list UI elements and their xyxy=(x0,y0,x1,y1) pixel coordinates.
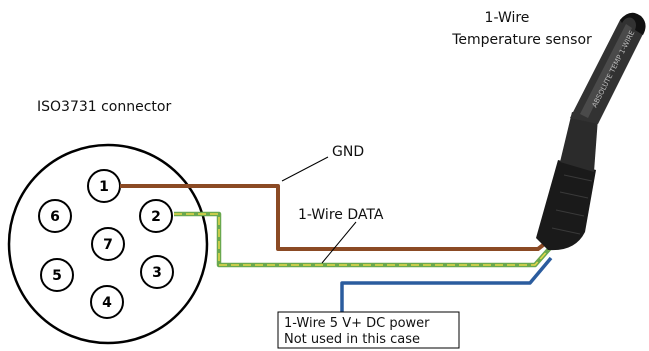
gnd-wire xyxy=(120,184,549,251)
sensor-label-line1: 1-Wire xyxy=(485,10,530,26)
pin-3-number: 3 xyxy=(152,265,162,281)
sensor-neck xyxy=(560,112,598,172)
sensor-highlight xyxy=(580,24,632,118)
pin-1-number: 1 xyxy=(99,179,109,195)
sensor-cable-boot xyxy=(536,160,596,251)
gnd-label: GND xyxy=(332,144,364,160)
data-label: 1-Wire DATA xyxy=(298,207,384,223)
pin-7-circle xyxy=(91,227,125,261)
data-wire-stripe xyxy=(174,213,551,266)
sensor-label-line2: Temperature sensor xyxy=(451,32,592,48)
connector-label: ISO3731 connector xyxy=(37,99,171,115)
pin-5-number: 5 xyxy=(52,268,62,284)
pin-6-circle xyxy=(38,199,72,233)
pin-2-number: 2 xyxy=(151,209,161,225)
pin-5-circle xyxy=(40,258,74,292)
temperature-sensor-probe: ABSOLUTE TEMP 1-WIRE xyxy=(536,12,646,251)
power-label-line1: 1-Wire 5 V+ DC power xyxy=(284,316,430,331)
data-leader-line xyxy=(321,221,357,264)
sensor-tip xyxy=(620,12,646,35)
pin-3-circle xyxy=(140,255,174,289)
pin-4-circle xyxy=(90,285,124,319)
boot-ridge xyxy=(555,209,585,217)
boot-ridge xyxy=(563,174,593,182)
power-label-line2: Not used in this case xyxy=(284,332,420,347)
pin-2-circle xyxy=(139,199,173,233)
boot-ridge xyxy=(551,227,581,235)
pin-6-number: 6 xyxy=(50,209,60,225)
power-wire xyxy=(340,256,553,312)
iso3731-connector: 1 2 3 4 5 6 7 xyxy=(7,143,209,345)
pin-7-number: 7 xyxy=(103,237,113,253)
pin-4-number: 4 xyxy=(102,295,112,311)
power-label-box xyxy=(277,311,460,349)
boot-ridge xyxy=(559,191,589,199)
gnd-leader-line xyxy=(281,156,329,182)
